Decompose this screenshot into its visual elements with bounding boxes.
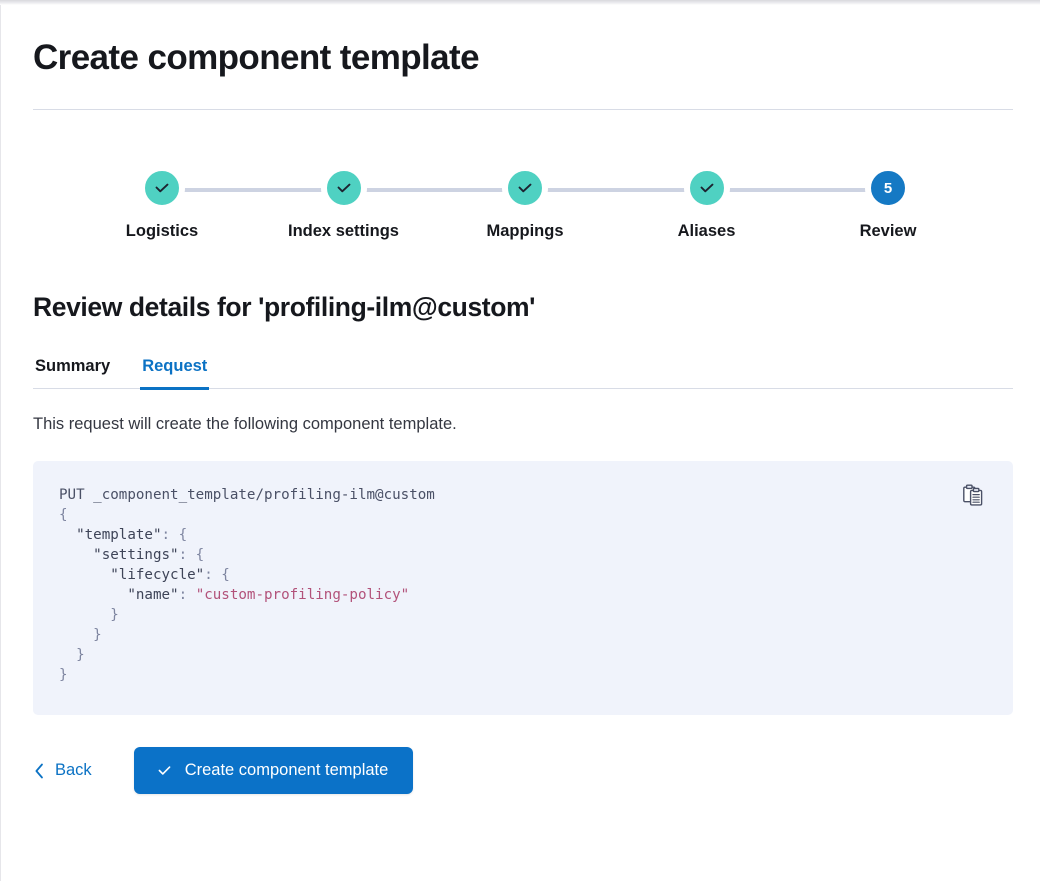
step-status-circle: [320, 165, 367, 211]
stepper-step-mappings[interactable]: Mappings: [460, 165, 590, 241]
request-code-text[interactable]: PUT _component_template/profiling-ilm@cu…: [59, 487, 435, 684]
stepper-step-label: Mappings: [486, 222, 564, 240]
stepper-step-logistics[interactable]: Logistics: [97, 165, 227, 241]
check-icon: [156, 762, 173, 779]
page-content: Create component template Logistics: [1, 5, 1040, 795]
wizard-footer: Back Create component template: [33, 747, 1040, 795]
code-method-line: PUT _component_template/profiling-ilm@cu…: [59, 487, 435, 504]
tab-request[interactable]: Request: [140, 357, 210, 390]
step-status-circle: [502, 165, 548, 211]
step-status-circle: [683, 165, 730, 211]
wizard-stepper: Logistics Index settings: [33, 165, 1013, 241]
tab-summary[interactable]: Summary: [33, 357, 112, 390]
step-status-circle: [139, 165, 185, 211]
check-icon: [334, 178, 354, 198]
window-left-edge: [0, 5, 1, 881]
stepper-step-label: Aliases: [677, 222, 736, 240]
stepper-step-aliases[interactable]: Aliases: [642, 165, 772, 241]
request-description: This request will create the following c…: [33, 415, 457, 433]
check-icon: [697, 178, 717, 198]
page-container: Create component template Logistics: [1, 5, 1040, 881]
review-section-title: Review details for 'profiling-ilm@custom…: [33, 292, 536, 322]
chevron-left-icon: [33, 762, 46, 780]
stepper-step-review[interactable]: 5 Review: [823, 165, 953, 241]
create-component-template-label: Create component template: [184, 761, 389, 780]
step-status-circle: 5: [865, 165, 911, 211]
check-icon: [515, 178, 535, 198]
header-divider: [33, 109, 1013, 110]
window-top-strip: [0, 0, 1040, 5]
stepper-step-label: Logistics: [125, 222, 199, 240]
page-title: Create component template: [33, 38, 480, 77]
create-component-template-button[interactable]: Create component template: [133, 747, 414, 795]
back-button-label: Back: [55, 761, 92, 780]
check-icon: [152, 178, 172, 198]
code-string-value: "custom-profiling-policy": [195, 587, 410, 604]
review-tabs: Summary Request: [33, 357, 1013, 390]
back-button[interactable]: Back: [33, 761, 92, 780]
stepper-step-label: Index settings: [288, 222, 399, 240]
copy-clipboard-icon[interactable]: [963, 484, 985, 508]
stepper-step-index-settings[interactable]: Index settings: [279, 165, 409, 241]
request-code-block: PUT _component_template/profiling-ilm@cu…: [33, 461, 1013, 716]
stepper-step-label: Review: [859, 222, 917, 240]
